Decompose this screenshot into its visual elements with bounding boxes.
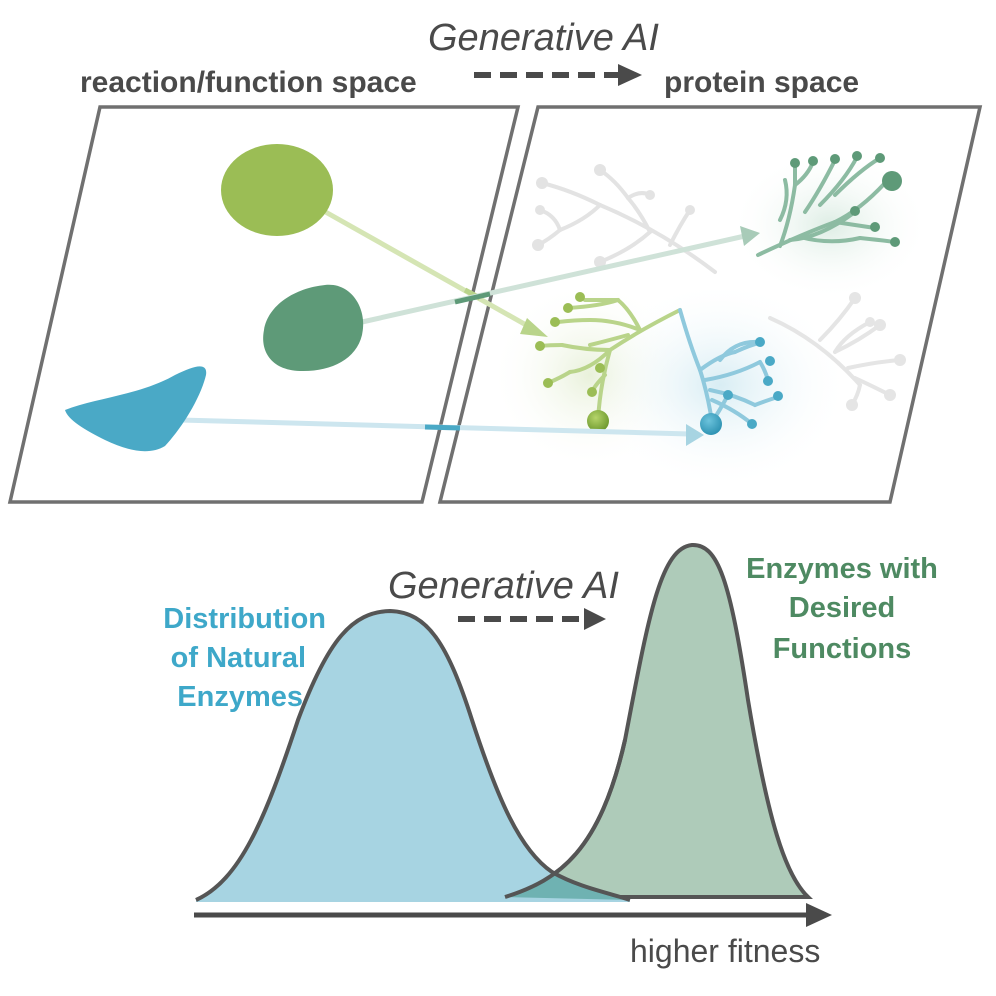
- arrow-dark-green: [361, 226, 760, 325]
- natural-label-line-2: of Natural: [171, 642, 306, 674]
- top-dashed-arrow: [474, 64, 642, 86]
- axis-label: higher fitness: [630, 933, 820, 969]
- bottom-dashed-arrow: [458, 608, 606, 630]
- arrow-blue: [179, 417, 704, 446]
- light-green-tree-nodes: [535, 292, 605, 397]
- blue-function-blob: [65, 366, 207, 452]
- light-green-tree: [538, 298, 682, 422]
- blue-tree-nodes: [723, 337, 783, 429]
- desired-label-line-1: Enzymes with: [746, 553, 938, 585]
- fitness-axis: [194, 903, 832, 927]
- desired-label-line-3: Functions: [773, 633, 912, 665]
- natural-label-line-3: Enzymes: [177, 681, 303, 713]
- dark-green-tree-nodes: [790, 151, 902, 247]
- light-green-function-blob: [221, 144, 333, 236]
- natural-enzymes-label: Distribution of Natural Enzymes: [163, 603, 326, 713]
- right-panel-label: protein space: [664, 66, 859, 99]
- desired-label-line-2: Desired: [789, 592, 895, 624]
- natural-enzymes-distribution: [196, 611, 630, 902]
- top-generative-ai-label: Generative AI: [428, 17, 659, 59]
- left-panel-label: reaction/function space: [80, 66, 417, 99]
- dark-green-function-blob: [263, 284, 364, 372]
- arrow-light-green: [320, 207, 548, 337]
- bottom-generative-ai-label: Generative AI: [388, 565, 619, 607]
- desired-enzymes-label: Enzymes with Desired Functions: [746, 553, 938, 665]
- distribution-overlap: [505, 872, 630, 900]
- blue-cluster-glow: [590, 280, 850, 490]
- faded-tree-upper-left-nodes: [532, 164, 695, 268]
- faded-tree-lower-right-nodes: [846, 292, 906, 411]
- dark-green-tree: [756, 155, 897, 257]
- natural-label-line-1: Distribution: [163, 603, 326, 635]
- natural-enzymes-outline: [195, 608, 631, 902]
- blue-tree-root-node: [700, 413, 722, 435]
- desired-enzymes-outline-left: [504, 739, 627, 899]
- light-green-tree-root-node: [587, 410, 609, 432]
